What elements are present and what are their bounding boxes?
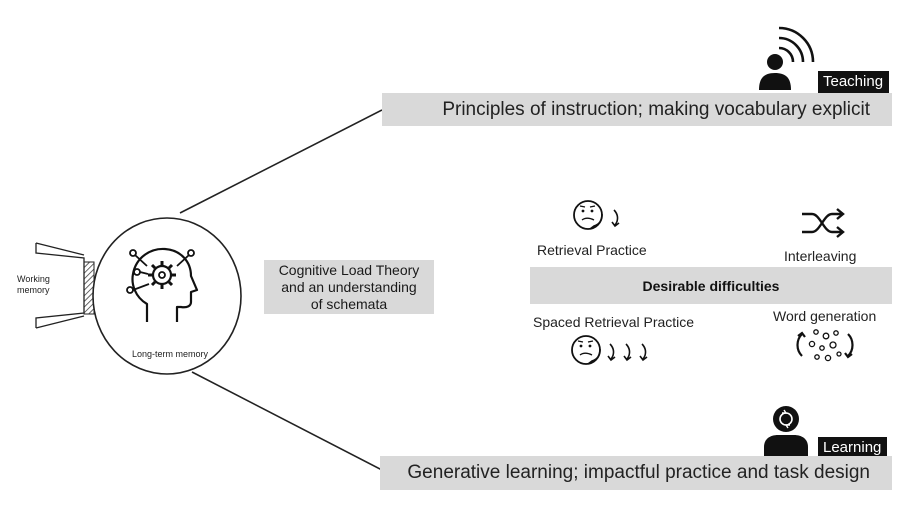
speaking-person-icon [759, 26, 815, 90]
working-memory-label: Working memory [17, 274, 50, 295]
teaching-band: Principles of instruction; making vocabu… [382, 93, 892, 126]
interleaving-label: Interleaving [784, 248, 857, 264]
working-memory-funnel [35, 242, 95, 329]
long-term-memory-circle [92, 217, 242, 375]
lower-connector [191, 371, 383, 471]
spaced-retrieval-label: Spaced Retrieval Practice [533, 314, 695, 330]
retrieval-practice-label: Retrieval Practice [537, 242, 647, 258]
desirable-difficulties-band: Desirable difficulties [530, 267, 892, 304]
long-term-memory-label: Long-term memory [132, 349, 209, 359]
cognitive-load-box: Cognitive Load Theory and an understandi… [264, 260, 434, 314]
thinking-person-icon [764, 406, 808, 459]
teaching-band-text: Principles of instruction; making vocabu… [442, 98, 870, 120]
word-generation-icon [796, 329, 854, 362]
learning-band: Generative learning; impactful practice … [380, 456, 892, 490]
head-gear-icon [126, 247, 199, 322]
word-generation-label: Word generation [773, 308, 877, 324]
upper-connector [179, 109, 383, 214]
learning-tag: Learning [818, 437, 888, 459]
shuffle-icon [802, 208, 845, 238]
retrieval-thinking-icon [573, 200, 620, 230]
learning-band-text: Generative learning; impactful practice … [407, 462, 870, 483]
teaching-tag: Teaching [818, 71, 890, 93]
spaced-retrieval-icon [571, 335, 648, 365]
desirable-difficulties-title: Desirable difficulties [642, 277, 780, 294]
